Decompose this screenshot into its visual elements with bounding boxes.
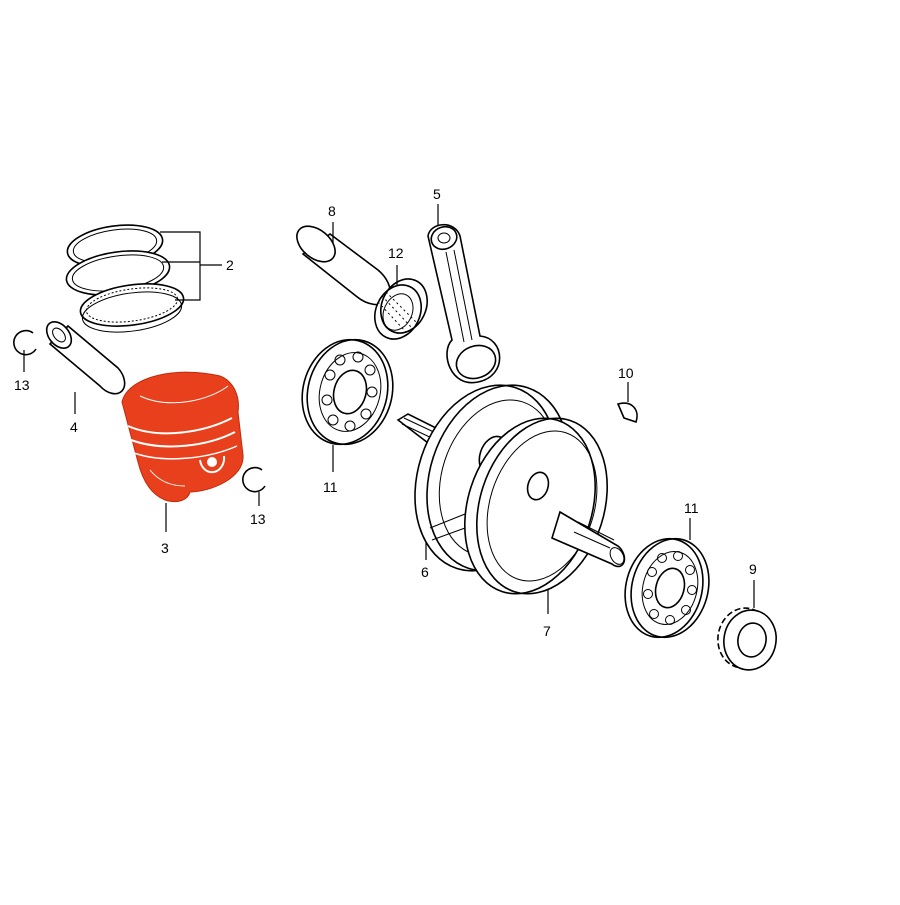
woodruff-key[interactable] — [616, 402, 638, 424]
piston-ring-set[interactable] — [64, 220, 187, 338]
callout-label: 5 — [433, 186, 441, 202]
callout-label: 8 — [328, 203, 336, 219]
ball-bearing-right[interactable] — [614, 530, 719, 646]
callout-label: 7 — [543, 623, 551, 639]
callout-label: 12 — [388, 245, 404, 261]
callout-label: 10 — [618, 365, 634, 381]
callout-label: 11 — [684, 500, 699, 516]
connecting-rod[interactable] — [427, 223, 501, 384]
circlip-left[interactable] — [13, 329, 37, 356]
piston[interactable] — [121, 371, 244, 503]
crankshaft-flywheel-right[interactable] — [443, 401, 629, 611]
piston-pin[interactable] — [42, 317, 126, 395]
callout-label: 13 — [250, 511, 266, 527]
callout-label: 13 — [14, 377, 30, 393]
timing-sprocket[interactable] — [713, 604, 781, 674]
callout-label: 2 — [226, 257, 234, 273]
callout-label: 4 — [70, 419, 78, 435]
callout-label: 11 — [323, 479, 338, 495]
circlip-right[interactable] — [242, 466, 266, 493]
needle-bearing[interactable] — [366, 271, 436, 346]
callout-label: 9 — [749, 561, 757, 577]
callout-label: 6 — [421, 564, 429, 580]
crank-pin[interactable] — [290, 219, 392, 306]
ball-bearing-left[interactable] — [291, 330, 405, 454]
callout-label: 3 — [161, 540, 169, 556]
